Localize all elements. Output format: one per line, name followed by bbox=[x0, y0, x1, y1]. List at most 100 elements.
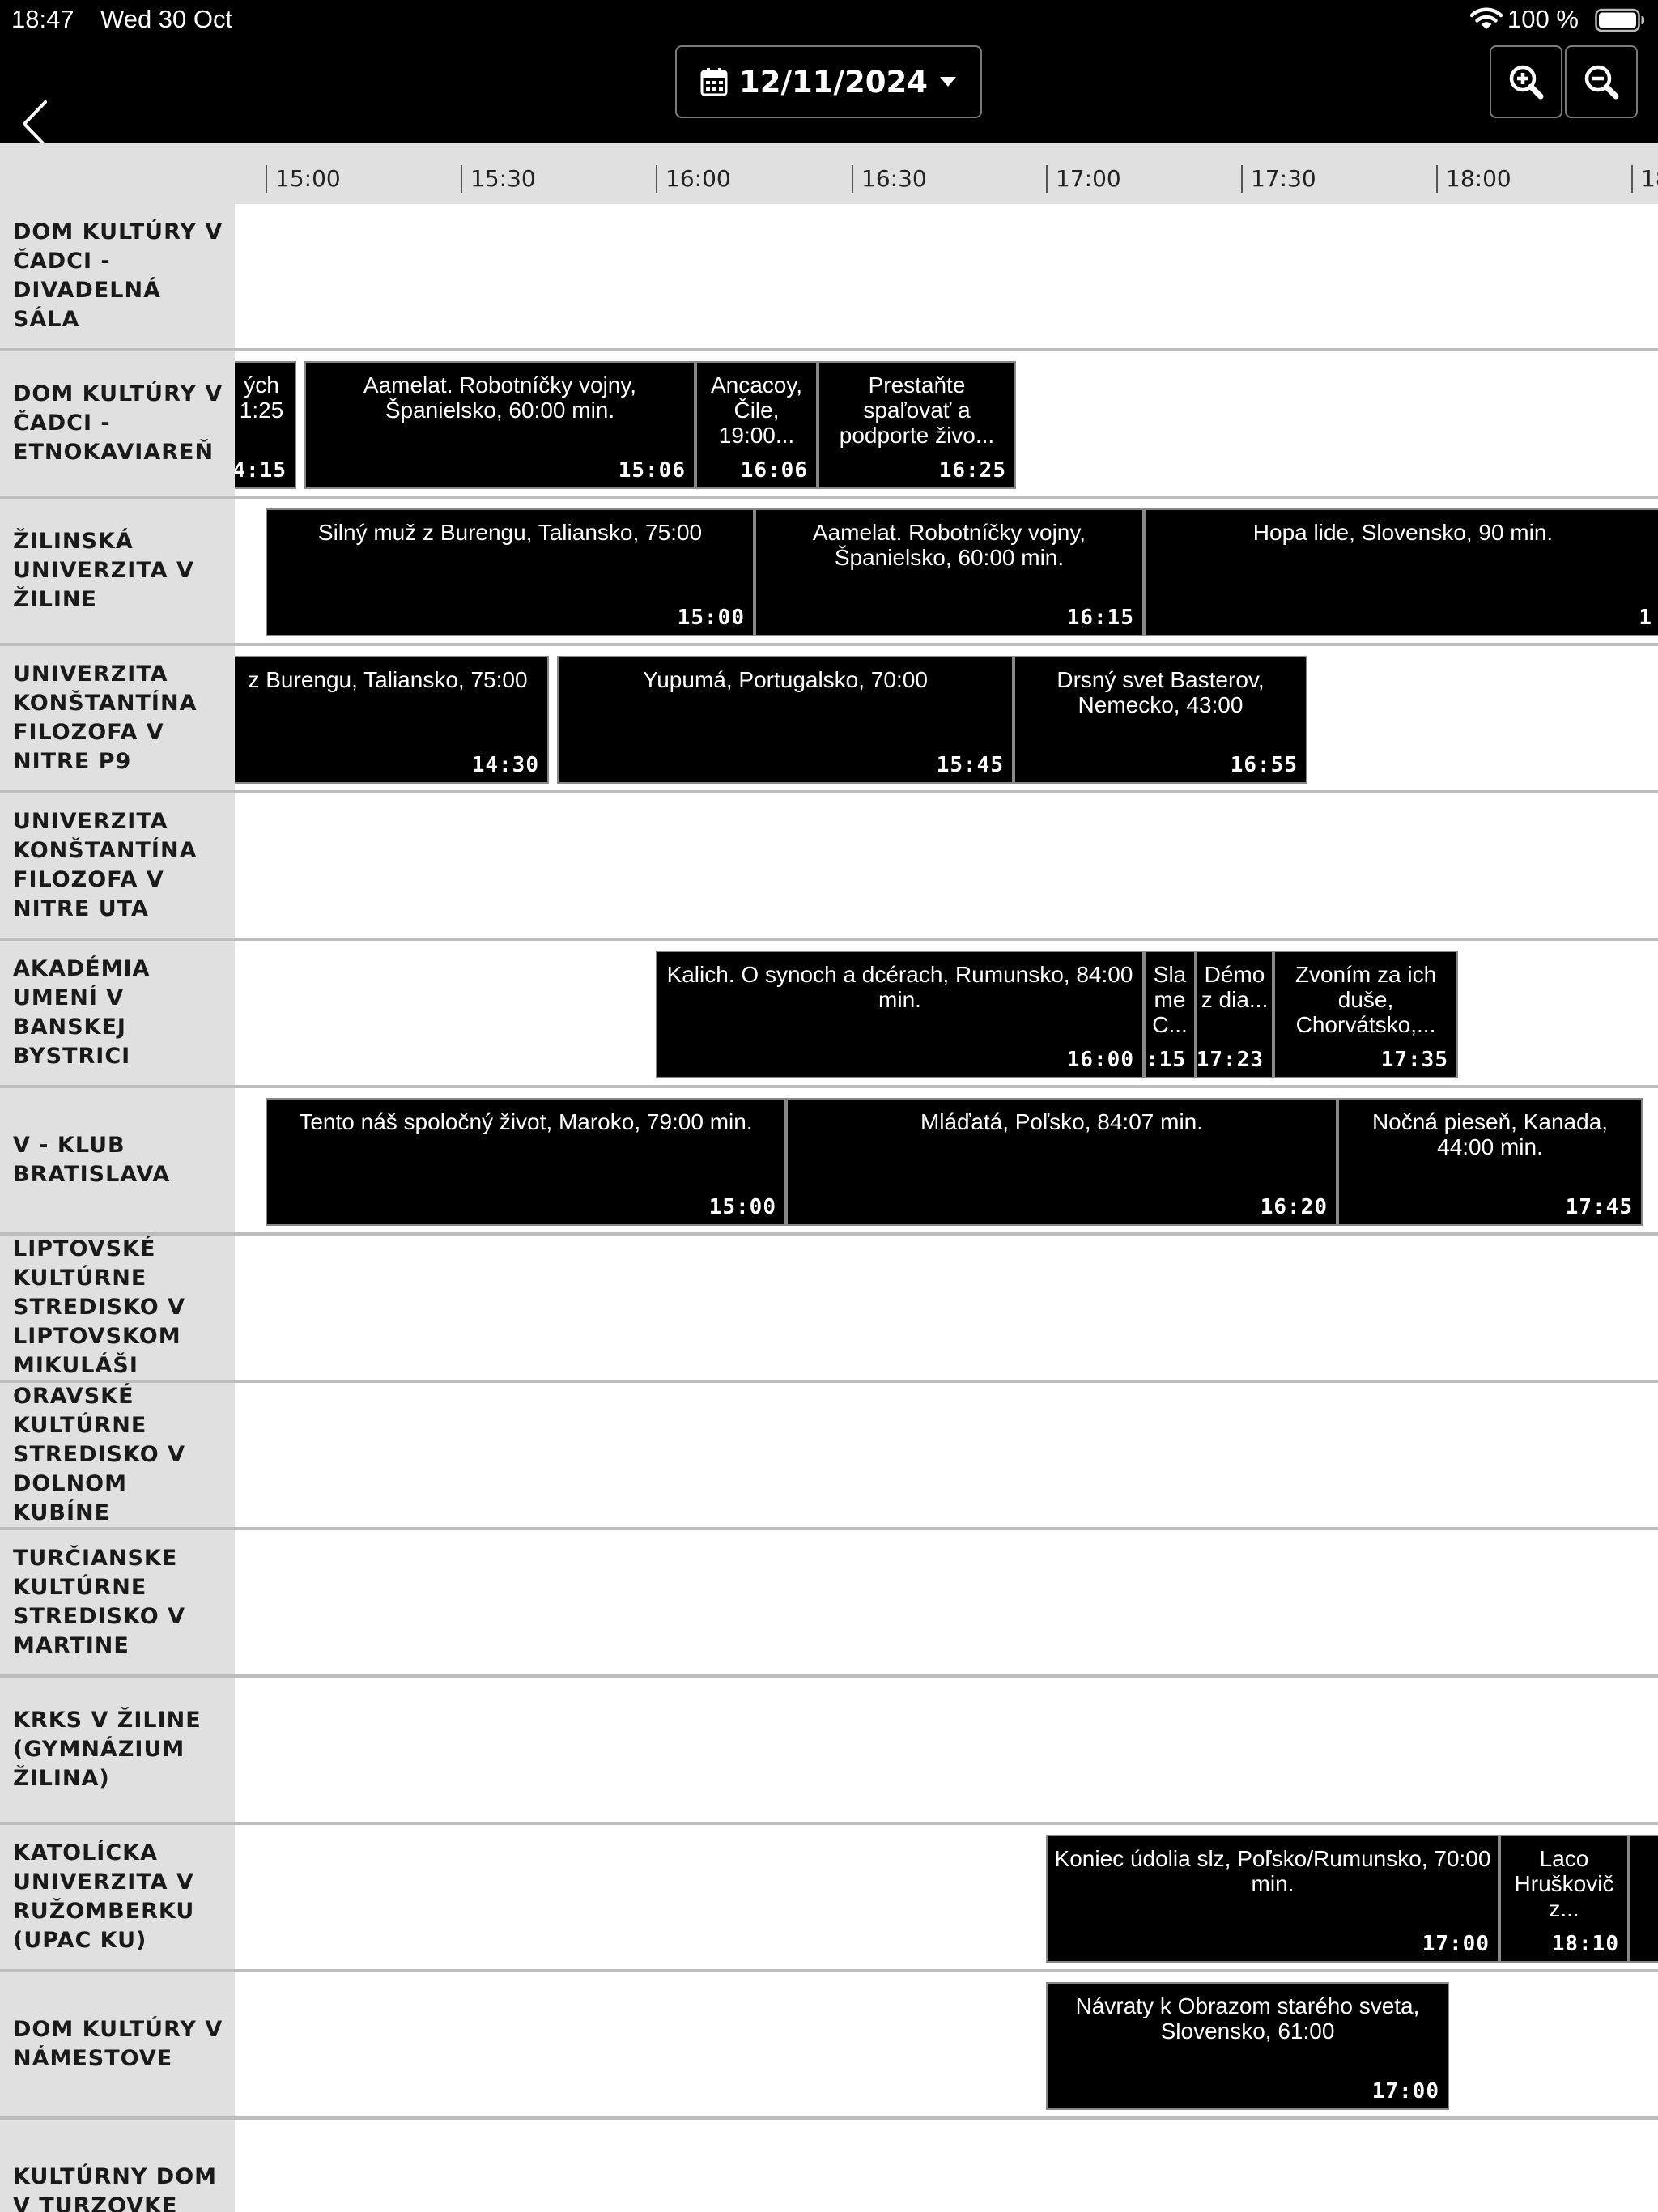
event-card[interactable]: Kalich. O synoch a dcérach, Rumunsko, 84… bbox=[656, 951, 1144, 1078]
event-start-time: 15:06 bbox=[618, 458, 686, 483]
venue-label: DOM KULTÚRY V ČADCI - ETNOKAVIAREŇ bbox=[0, 351, 235, 496]
venue-label: ORAVSKÉ KULTÚRNE STREDISKO V DOLNOM KUBÍ… bbox=[0, 1383, 235, 1527]
venue-name: LIPTOVSKÉ KULTÚRNE STREDISKO V LIPTOVSKO… bbox=[13, 1236, 185, 1378]
venue-name: DOM KULTÚRY V ČADCI - DIVADELNÁ SÁLA bbox=[13, 219, 223, 332]
event-card[interactable]: Zvoním za ich duše, Chorvátsko,...17:35 bbox=[1273, 951, 1458, 1078]
event-start-time: 16:20 bbox=[1260, 1195, 1328, 1219]
event-title: z Burengu, Taliansko, 75:00 bbox=[248, 667, 528, 692]
event-start-time: 15:00 bbox=[677, 606, 745, 630]
event-card[interactable]: Hopa lide, Slovensko, 90 min. 1 bbox=[1144, 508, 1658, 636]
schedule-grid[interactable]: DOM KULTÚRY V ČADCI - DIVADELNÁ SÁLA DOM … bbox=[0, 204, 1658, 2212]
event-title: Démo z dia... bbox=[1201, 962, 1269, 1012]
venue-timeline-lane[interactable]: Koniec údolia slz, Poľsko/Rumunsko, 70:0… bbox=[235, 1825, 1658, 1969]
event-card[interactable]: Démo z dia...17:23 bbox=[1196, 951, 1273, 1078]
venue-name: TURČIANSKE KULTÚRNE STREDISKO V MARTINE bbox=[13, 1546, 185, 1658]
time-tick: 17:00 bbox=[1046, 165, 1121, 193]
event-card[interactable]: Aamelat. Robotníčky vojny, Španielsko, 6… bbox=[755, 508, 1144, 636]
event-card[interactable]: Sla me C...:15 bbox=[1144, 951, 1196, 1078]
venue-name: UNIVERZITA KONŠTANTÍNA FILOZOFA V NITRE … bbox=[13, 661, 198, 774]
event-card[interactable] bbox=[1629, 1835, 1658, 1963]
date-picker-button[interactable]: 12/11/2024 bbox=[675, 45, 982, 118]
back-button[interactable] bbox=[19, 96, 58, 152]
event-title: Mláďatá, Poľsko, 84:07 min. bbox=[920, 1109, 1204, 1134]
event-card[interactable]: Návraty k Obrazom starého sveta, Slovens… bbox=[1046, 1982, 1449, 2110]
zoom-in-button[interactable] bbox=[1490, 45, 1562, 118]
venue-row: ŽILINSKÁ UNIVERZITA V ŽILINE Silný muž z … bbox=[0, 499, 1658, 646]
status-time: 18:47 bbox=[11, 5, 74, 33]
event-title: Zvoním za ich duše, Chorvátsko,... bbox=[1295, 962, 1437, 1037]
venue-name: KULTÚRNY DOM V TURZOVKE bbox=[13, 2164, 218, 2212]
event-start-time: 14:30 bbox=[471, 753, 539, 777]
event-card[interactable]: Mláďatá, Poľsko, 84:07 min. 16:20 bbox=[786, 1098, 1337, 1226]
event-start-time: 18:10 bbox=[1551, 1932, 1619, 1956]
status-date: Wed 30 Oct bbox=[100, 5, 233, 33]
venue-name: UNIVERZITA KONŠTANTÍNA FILOZOFA V NITRE … bbox=[13, 809, 198, 921]
venue-timeline-lane[interactable] bbox=[235, 1383, 1658, 1527]
event-card[interactable]: Prestaňte spaľovať a podporte živo...16:… bbox=[818, 361, 1016, 489]
time-tick: 18 bbox=[1631, 165, 1658, 193]
time-tick: 18:00 bbox=[1436, 165, 1511, 193]
venue-row: V - KLUB BRATISLAVA Tento náš spoločný ži… bbox=[0, 1088, 1658, 1236]
venue-label: KRKS V ŽILINE (GYMNÁZIUM ŽILINA) bbox=[0, 1678, 235, 1822]
venue-label: TURČIANSKE KULTÚRNE STREDISKO V MARTINE bbox=[0, 1530, 235, 1674]
event-title: Sla me C... bbox=[1152, 962, 1188, 1037]
event-card[interactable]: Aamelat. Robotníčky vojny, Španielsko, 6… bbox=[304, 361, 695, 489]
event-start-time: 1 bbox=[1639, 606, 1652, 630]
event-title: Hopa lide, Slovensko, 90 min. bbox=[1252, 520, 1554, 545]
venue-timeline-lane[interactable] bbox=[235, 204, 1658, 348]
venue-timeline-lane[interactable]: z Burengu, Taliansko, 75:00 14:30 Yupumá, … bbox=[235, 646, 1658, 790]
venue-label: DOM KULTÚRY V ČADCI - DIVADELNÁ SÁLA bbox=[0, 204, 235, 348]
venue-label: ŽILINSKÁ UNIVERZITA V ŽILINE bbox=[0, 499, 235, 643]
event-start-time: 16:25 bbox=[938, 458, 1006, 483]
venue-row: UNIVERZITA KONŠTANTÍNA FILOZOFA V NITRE … bbox=[0, 793, 1658, 941]
venue-timeline-lane[interactable] bbox=[235, 1236, 1658, 1380]
event-title: Návraty k Obrazom starého sveta, Slovens… bbox=[1075, 1993, 1420, 2044]
venue-timeline-lane[interactable] bbox=[235, 1678, 1658, 1822]
time-tick: 16:30 bbox=[852, 165, 927, 193]
venue-timeline-lane[interactable] bbox=[235, 793, 1658, 938]
event-start-time: 17:00 bbox=[1371, 2079, 1439, 2104]
venue-name: V - KLUB BRATISLAVA bbox=[13, 1133, 171, 1187]
venue-name: ŽILINSKÁ UNIVERZITA V ŽILINE bbox=[13, 529, 194, 612]
event-title: Nočná pieseň, Kanada, 44:00 min. bbox=[1371, 1109, 1609, 1159]
event-card[interactable]: ých 1:2514:15 bbox=[235, 361, 296, 489]
battery-percentage: 100 % bbox=[1507, 5, 1579, 33]
battery-icon bbox=[1595, 8, 1644, 32]
venue-label: AKADÉMIA UMENÍ V BANSKEJ BYSTRICI bbox=[0, 941, 235, 1085]
event-title: Drsný svet Basterov, Nemecko, 43:00 bbox=[1056, 667, 1265, 717]
venue-row: LIPTOVSKÉ KULTÚRNE STREDISKO V LIPTOVSKO… bbox=[0, 1236, 1658, 1383]
zoom-in-icon bbox=[1509, 65, 1544, 100]
venue-timeline-lane[interactable] bbox=[235, 1530, 1658, 1674]
venue-row: UNIVERZITA KONŠTANTÍNA FILOZOFA V NITRE … bbox=[0, 646, 1658, 793]
venue-timeline-lane[interactable]: Kalich. O synoch a dcérach, Rumunsko, 84… bbox=[235, 941, 1658, 1085]
event-card[interactable]: Koniec údolia slz, Poľsko/Rumunsko, 70:0… bbox=[1046, 1835, 1499, 1963]
event-start-time: 16:15 bbox=[1066, 606, 1134, 630]
event-card[interactable]: Ancacoy, Čile, 19:00...16:06 bbox=[695, 361, 818, 489]
zoom-out-button[interactable] bbox=[1565, 45, 1638, 118]
event-card[interactable]: Tento náš spoločný život, Maroko, 79:00 … bbox=[266, 1098, 786, 1226]
venue-timeline-lane[interactable] bbox=[235, 2120, 1658, 2212]
venue-label: DOM KULTÚRY V NÁMESTOVE bbox=[0, 1972, 235, 2116]
venue-row: DOM KULTÚRY V NÁMESTOVE Návraty k Obrazom… bbox=[0, 1972, 1658, 2120]
venue-timeline-lane[interactable]: Návraty k Obrazom starého sveta, Slovens… bbox=[235, 1972, 1658, 2116]
event-title: Yupumá, Portugalsko, 70:00 bbox=[643, 667, 928, 692]
zoom-out-icon bbox=[1584, 65, 1619, 100]
event-start-time: 16:00 bbox=[1066, 1048, 1134, 1072]
event-start-time: 14:15 bbox=[235, 458, 287, 483]
event-card[interactable]: Nočná pieseň, Kanada, 44:00 min.17:45 bbox=[1337, 1098, 1643, 1226]
event-card[interactable]: Laco Hruškovič z...18:10 bbox=[1499, 1835, 1629, 1963]
venue-row: KULTÚRNY DOM V TURZOVKE bbox=[0, 2120, 1658, 2212]
venue-name: DOM KULTÚRY V NÁMESTOVE bbox=[13, 2017, 223, 2071]
venue-timeline-lane[interactable]: Tento náš spoločný život, Maroko, 79:00 … bbox=[235, 1088, 1658, 1232]
event-title: Tento náš spoločný život, Maroko, 79:00 … bbox=[299, 1109, 753, 1134]
event-title: Kalich. O synoch a dcérach, Rumunsko, 84… bbox=[666, 962, 1133, 1012]
venue-row: AKADÉMIA UMENÍ V BANSKEJ BYSTRICI Kalich.… bbox=[0, 941, 1658, 1088]
event-card[interactable]: z Burengu, Taliansko, 75:00 14:30 bbox=[235, 656, 549, 784]
event-title: Koniec údolia slz, Poľsko/Rumunsko, 70:0… bbox=[1054, 1846, 1491, 1896]
